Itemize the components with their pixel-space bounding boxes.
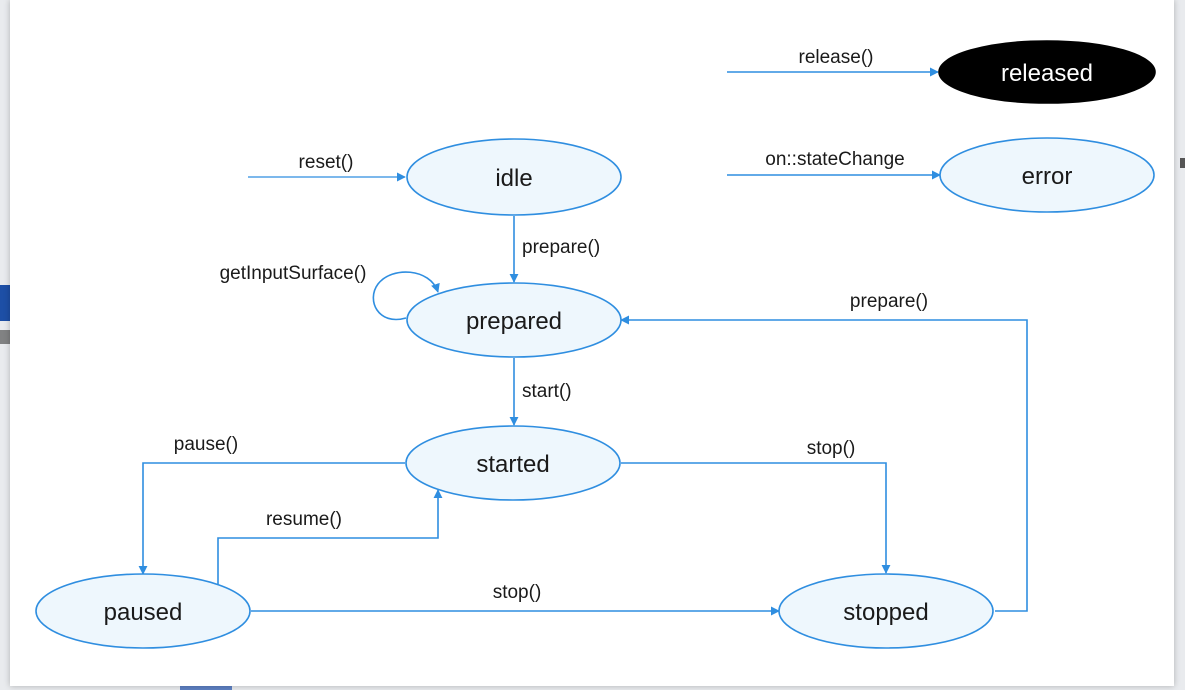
node-paused-label: paused bbox=[104, 599, 183, 626]
edge-state-change-label: on::stateChange bbox=[765, 149, 904, 170]
node-released: released bbox=[938, 40, 1156, 104]
node-stopped-shape bbox=[778, 573, 994, 649]
background-blue-button bbox=[0, 285, 10, 321]
node-idle-shape bbox=[406, 138, 622, 216]
edge-prepare-from-idle: prepare() bbox=[509, 216, 600, 283]
node-paused: paused bbox=[35, 573, 251, 649]
edge-release: release() bbox=[727, 47, 939, 77]
edge-pause: pause() bbox=[138, 434, 405, 575]
edge-stop-from-paused-label: stop() bbox=[493, 582, 542, 603]
node-paused-shape bbox=[35, 573, 251, 649]
edge-resume: resume() bbox=[217, 489, 443, 584]
node-error-label: error bbox=[1022, 163, 1073, 190]
node-idle: idle bbox=[406, 138, 622, 216]
edge-pause-arrow bbox=[138, 462, 405, 575]
node-prepared-label: prepared bbox=[466, 308, 562, 335]
edge-start: start() bbox=[509, 358, 572, 426]
edge-reset: reset() bbox=[248, 152, 406, 182]
node-stopped-label: stopped bbox=[843, 599, 928, 626]
edge-reset-label: reset() bbox=[299, 152, 354, 173]
edge-prepare-from-stopped-arrow bbox=[620, 315, 1028, 612]
edge-stop-from-started-arrow bbox=[621, 462, 891, 574]
node-started-label: started bbox=[476, 451, 549, 478]
edge-stop-from-paused: stop() bbox=[251, 582, 780, 616]
edge-release-label: release() bbox=[799, 47, 874, 68]
edge-prepare-from-idle-label: prepare() bbox=[522, 237, 600, 258]
edge-start-label: start() bbox=[522, 381, 572, 402]
edge-stop-from-started: stop() bbox=[621, 438, 891, 574]
background-link-fragment bbox=[180, 682, 232, 690]
node-released-label: released bbox=[1001, 60, 1093, 87]
edge-state-change: on::stateChange bbox=[727, 149, 941, 180]
edge-get-input-surface-label: getInputSurface() bbox=[220, 263, 367, 284]
node-idle-label: idle bbox=[495, 165, 532, 192]
node-released-shape bbox=[938, 40, 1156, 104]
node-prepared: prepared bbox=[406, 282, 622, 358]
node-stopped: stopped bbox=[778, 573, 994, 649]
edge-pause-label: pause() bbox=[174, 434, 238, 455]
node-error: error bbox=[939, 137, 1155, 213]
edge-stop-from-started-label: stop() bbox=[807, 438, 856, 459]
node-error-shape bbox=[939, 137, 1155, 213]
node-prepared-shape bbox=[406, 282, 622, 358]
edge-get-input-surface: getInputSurface() bbox=[220, 263, 440, 321]
background-mark bbox=[1180, 158, 1185, 168]
edge-resume-arrow bbox=[217, 489, 443, 584]
edge-resume-label: resume() bbox=[266, 509, 342, 530]
background-text-fragment bbox=[0, 330, 10, 344]
node-started: started bbox=[405, 425, 621, 501]
edge-prepare-from-stopped: prepare() bbox=[620, 291, 1028, 612]
node-started-shape bbox=[405, 425, 621, 501]
edge-prepare-from-stopped-label: prepare() bbox=[850, 291, 928, 312]
edge-get-input-surface-arrow bbox=[372, 271, 440, 321]
